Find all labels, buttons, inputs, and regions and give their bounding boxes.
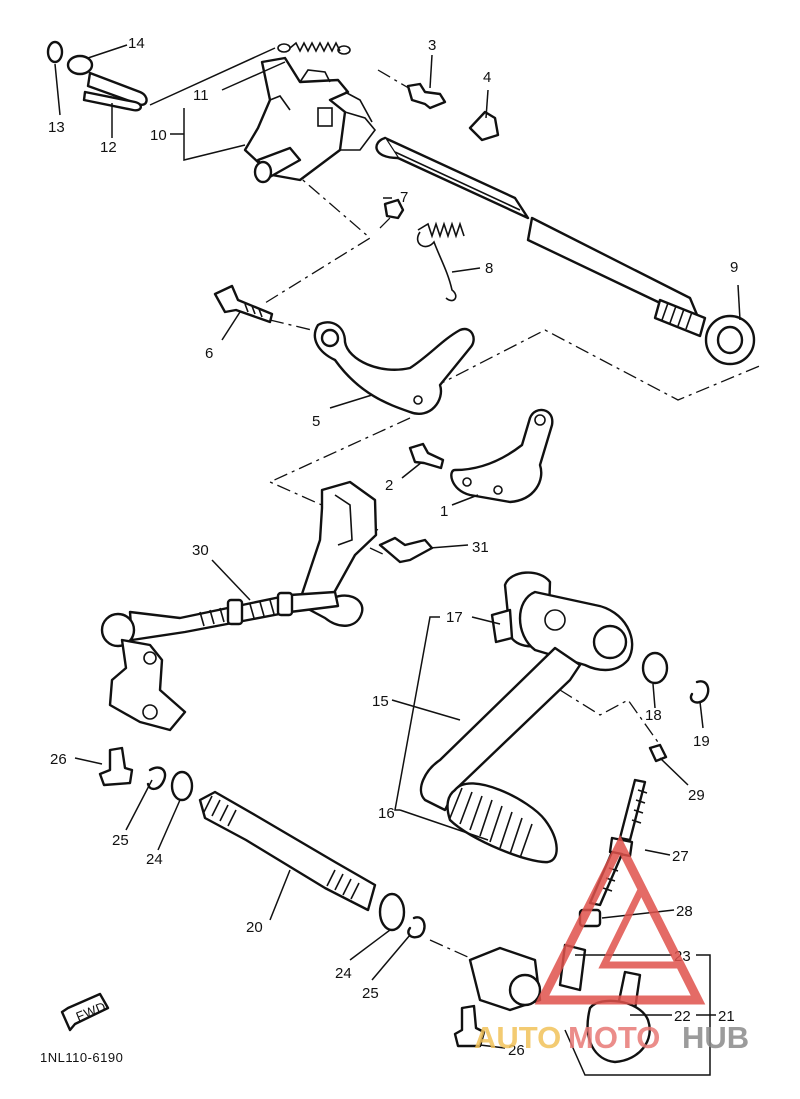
fwd-arrow: FWD (60, 992, 110, 1032)
label-part-20: 20 (246, 919, 263, 936)
label-part-2: 2 (385, 477, 393, 494)
shift-rod-assembly (100, 480, 434, 732)
label-part-26: 26 (50, 751, 67, 768)
label-part-16: 16 (378, 805, 395, 822)
label-part-28: 28 (676, 903, 693, 920)
label-part-14: 14 (128, 35, 145, 52)
shift-shaft-bracket (243, 56, 377, 184)
stopper-arm (213, 284, 554, 504)
label-part-3: 3 (428, 37, 436, 54)
label-part-18: 18 (645, 707, 662, 724)
label-part-21: 21 (718, 1008, 735, 1025)
label-part-1: 1 (440, 503, 448, 520)
part-labels: 1 2 3 4 5 6 7 8 9 10 11 12 13 14 15 16 1… (48, 35, 738, 1059)
lever-shaft-hardware (98, 746, 426, 939)
shift-shaft (375, 136, 707, 338)
label-part-31: 31 (472, 539, 489, 556)
label-part-6: 6 (205, 345, 213, 362)
label-part-22: 22 (674, 1008, 691, 1025)
label-part-10: 10 (150, 127, 167, 144)
label-part-30: 30 (192, 542, 209, 559)
label-part-27: 27 (672, 848, 689, 865)
watermark-text-moto: MOTO (568, 1020, 660, 1055)
watermark-text-auto: AUTO (474, 1020, 561, 1055)
label-part-11: 11 (193, 87, 209, 104)
label-part-24: 24 (146, 851, 163, 868)
leader-lines (54, 44, 741, 1076)
label-part-12: 12 (100, 139, 117, 156)
label-part-4: 4 (483, 69, 491, 86)
watermark-text-hub: HUB (682, 1020, 749, 1055)
label-part-24-second: 24 (335, 965, 352, 982)
return-spring (277, 41, 351, 55)
label-part-9: 9 (730, 259, 738, 276)
pin-spring-set (46, 40, 148, 112)
label-part-15: 15 (372, 693, 389, 710)
assembly-lines (264, 69, 763, 959)
watermark-logo: AUTO MOTO HUB (474, 834, 749, 1055)
label-part-29: 29 (688, 787, 705, 804)
label-part-8: 8 (485, 260, 493, 277)
label-part-13: 13 (48, 119, 65, 136)
small-hardware (383, 82, 756, 366)
label-part-25-second: 25 (362, 985, 379, 1002)
drawing-code: 1NL110-6190 (40, 1050, 123, 1065)
label-part-26-second: 26 (508, 1042, 525, 1059)
label-part-19: 19 (693, 733, 710, 750)
label-part-25: 25 (112, 832, 129, 849)
shift-pedal (419, 571, 710, 864)
label-part-17: 17 (446, 609, 463, 626)
label-part-7: 7 (400, 189, 408, 206)
label-part-5: 5 (312, 413, 320, 430)
